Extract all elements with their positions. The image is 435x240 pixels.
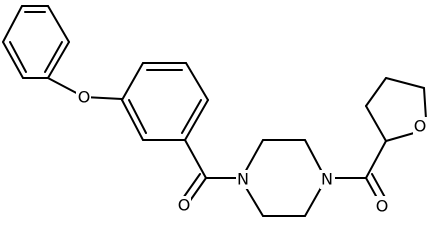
bond	[2, 5, 23, 43]
atom-piperazine-nitrogen-left: N	[236, 170, 251, 189]
bond	[47, 41, 70, 79]
bond	[365, 140, 387, 179]
bond	[243, 139, 264, 175]
double-bond-inner	[9, 41, 27, 73]
bond	[47, 5, 70, 43]
piperazine-ring	[243, 139, 323, 217]
bond	[423, 87, 427, 120]
carbonyl-oxygen-right-label: O	[376, 197, 389, 216]
bond	[121, 99, 144, 141]
ether-oxygen-label: O	[78, 88, 91, 107]
bond	[2, 41, 24, 79]
double-bond-inner	[128, 99, 147, 134]
double-bond-inner	[44, 41, 63, 73]
bond	[244, 185, 264, 217]
bond	[365, 105, 387, 142]
bond	[304, 139, 323, 173]
molecule-structure-drawing: O O N N O O	[2, 5, 428, 217]
atom-carbonyl-oxygen-right: O	[375, 196, 390, 216]
piperazine-nitrogen-left-label: N	[237, 170, 249, 189]
bond	[304, 185, 323, 217]
bond	[185, 62, 209, 101]
phenyl-ring-middle	[121, 62, 209, 141]
bond	[121, 62, 144, 101]
atom-carbonyl-oxygen-left: O	[176, 196, 191, 215]
carbonyl-oxygen-left-label: O	[178, 196, 191, 215]
tetrahydrofuran-ring	[365, 77, 427, 142]
bond	[385, 77, 425, 89]
bond	[365, 77, 387, 107]
double-bond-inner	[181, 99, 202, 134]
phenyl-ring-top	[2, 5, 70, 79]
atom-ether-oxygen: O	[76, 88, 91, 107]
atom-piperazine-nitrogen-right: N	[320, 170, 335, 189]
bond	[385, 132, 415, 142]
bond	[184, 99, 209, 141]
piperazine-nitrogen-right-label: N	[321, 170, 333, 189]
bond	[184, 139, 207, 179]
thf-oxygen-label: O	[414, 117, 427, 136]
atom-thf-oxygen: O	[413, 117, 428, 136]
amide-carbonyl-right	[333, 140, 388, 206]
